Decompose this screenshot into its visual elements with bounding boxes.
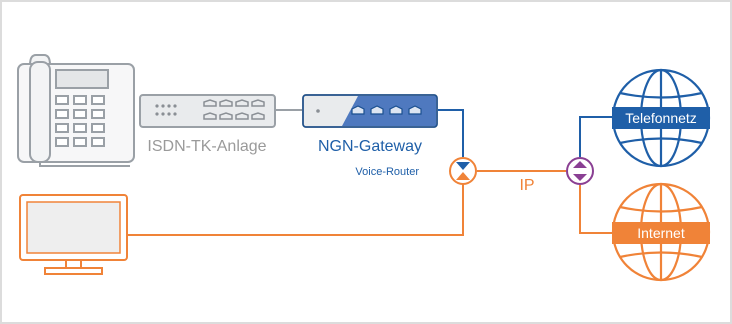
internet-banner — [612, 222, 710, 244]
voice-router-icon — [449, 157, 477, 185]
phone-network-banner — [612, 107, 710, 129]
voice-router-label: Voice-Router — [355, 166, 419, 178]
switch-to-internet-line — [579, 185, 614, 234]
ngn-gateway-icon — [302, 94, 438, 128]
telephone-icon — [17, 54, 135, 167]
phone-network-label: Telefonnetz — [625, 110, 697, 126]
gateway-label: NGN-Gateway — [318, 138, 422, 155]
ip-switch-icon — [566, 157, 594, 185]
isdn-pbx-icon — [139, 94, 276, 128]
internet-label: Internet — [637, 225, 685, 241]
computer-monitor-icon — [19, 194, 128, 275]
switch-to-phone-network-line — [579, 116, 614, 157]
ip-label: IP — [519, 177, 534, 194]
gateway-to-router-line — [437, 109, 464, 157]
computer-to-router-line — [127, 184, 464, 236]
isdn-label: ISDN-TK-Anlage — [147, 138, 266, 155]
